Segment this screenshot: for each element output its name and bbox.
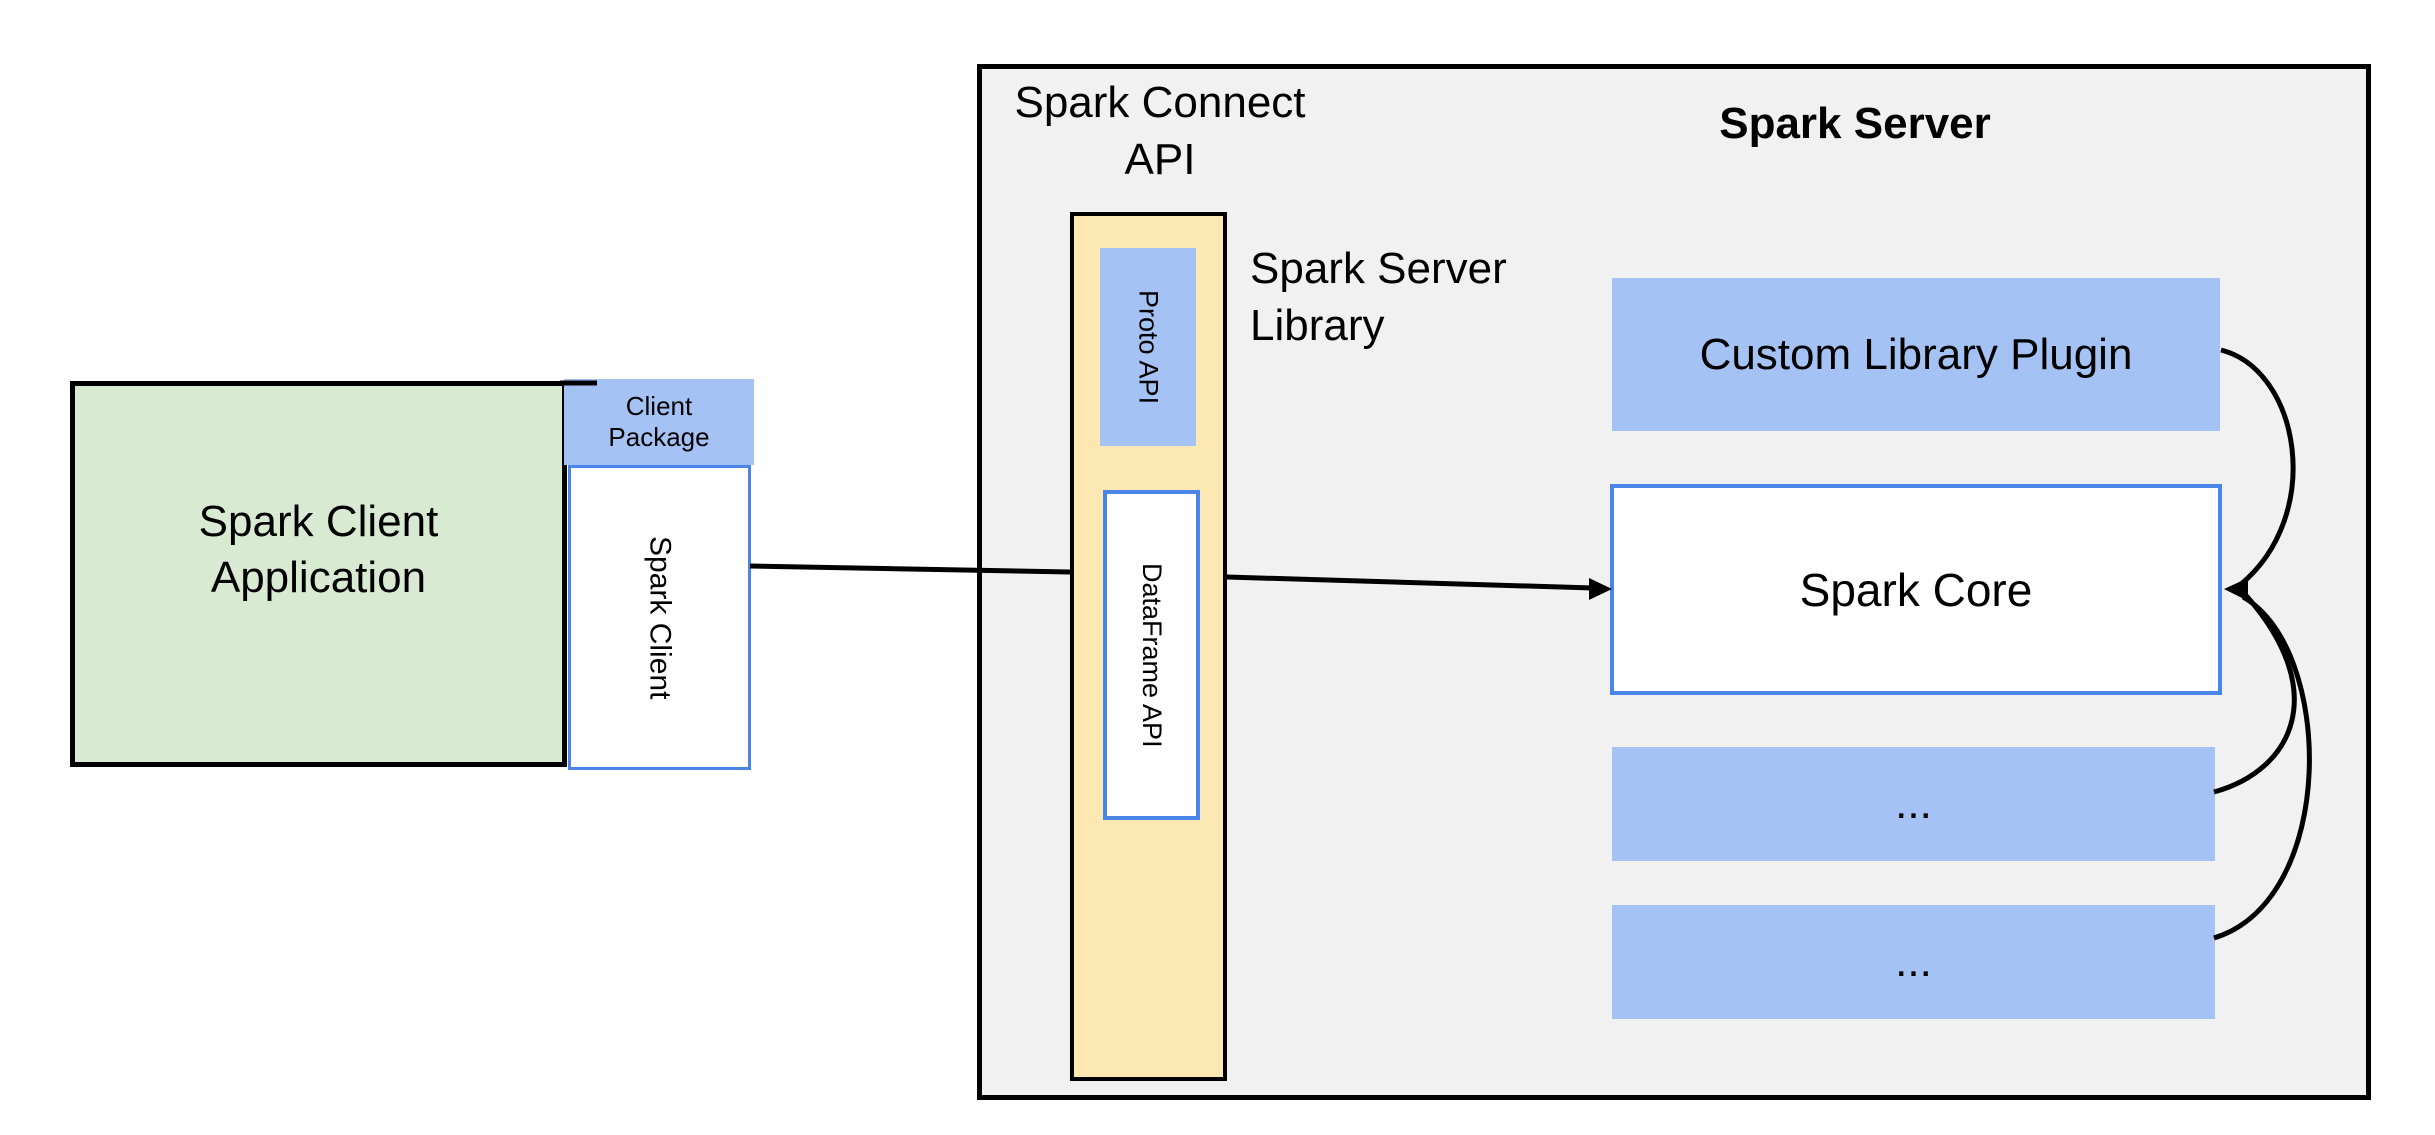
plugin-placeholder-box-2: ...	[1612, 905, 2215, 1019]
custom-library-plugin-box: Custom Library Plugin	[1612, 278, 2220, 431]
custom-library-plugin-label: Custom Library Plugin	[1699, 329, 2133, 379]
client-package-label-line2: Package	[608, 422, 710, 452]
spark-core-box: Spark Core	[1610, 484, 2222, 695]
spark-connect-api-title-line2: API	[1124, 135, 1196, 184]
plugin-placeholder-label-1: ...	[1895, 779, 1932, 828]
plugin-placeholder-label-2: ...	[1895, 937, 1932, 986]
spark-server-library-label-line2: Library	[1250, 301, 1385, 350]
spark-client-application-label-line1: Spark Client	[198, 497, 439, 546]
dataframe-api-label: DataFrame API	[1137, 562, 1167, 748]
spark-client-box: Spark Client	[568, 465, 751, 770]
spark-server-title: Spark Server	[1719, 99, 1991, 148]
spark-server-library-label-line1: Spark Server	[1250, 244, 1507, 293]
spark-client-label: Spark Client	[643, 535, 677, 700]
proto-api-label: Proto API	[1133, 289, 1164, 405]
spark-server-library-label: Spark Server Library	[1250, 240, 1580, 354]
spark-client-application-box: Spark Client Application	[70, 381, 567, 767]
client-package-box: Client Package	[564, 379, 754, 465]
spark-core-label: Spark Core	[1799, 563, 2033, 616]
plugin-placeholder-box-1: ...	[1612, 747, 2215, 861]
dataframe-api-box: DataFrame API	[1103, 490, 1200, 820]
proto-api-box: Proto API	[1100, 248, 1196, 446]
spark-connect-api-title: Spark Connect API	[935, 74, 1385, 188]
spark-connect-api-title-line1: Spark Connect	[1014, 78, 1306, 127]
spark-client-application-label-line2: Application	[210, 553, 427, 602]
client-package-label-line1: Client	[625, 391, 693, 421]
